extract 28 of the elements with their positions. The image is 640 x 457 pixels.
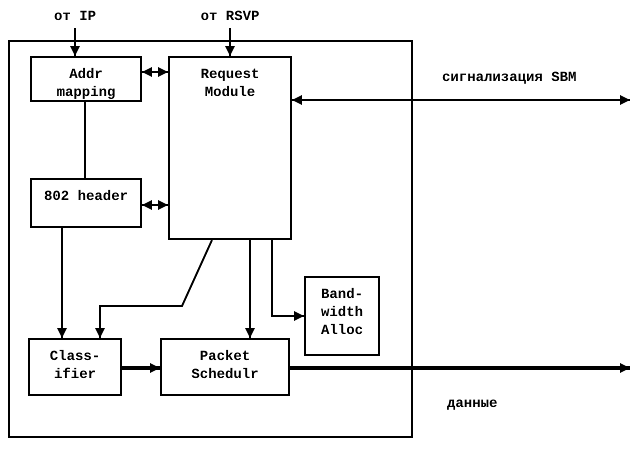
arrow [290,363,630,373]
system-boundary [8,40,413,438]
module-box [28,338,122,396]
arrow [122,363,160,373]
module-box [30,56,142,102]
module-label: Packet Schedulr [190,348,260,384]
arrow [225,28,235,56]
module-label: Addr mapping [56,66,116,102]
arrow [142,67,168,77]
arrow [292,95,630,105]
module-label: Request Module [200,66,260,102]
connector-line [84,102,86,178]
input-label: от IP [54,9,96,25]
input-label: от RSVP [200,9,260,25]
module-box [304,276,380,356]
edge-label: сигнализация SBM [440,70,578,86]
arrow [70,28,80,56]
module-label: 802 header [42,188,129,206]
module-label: Class- ifier [48,348,102,384]
arrow [142,200,168,210]
module-box [160,338,290,396]
arrow [95,240,213,338]
module-box [30,178,142,228]
arrow [271,240,304,321]
arrow [245,240,255,338]
module-label: Band- width Alloc [320,286,364,340]
module-box [168,56,292,240]
arrow [57,228,67,338]
